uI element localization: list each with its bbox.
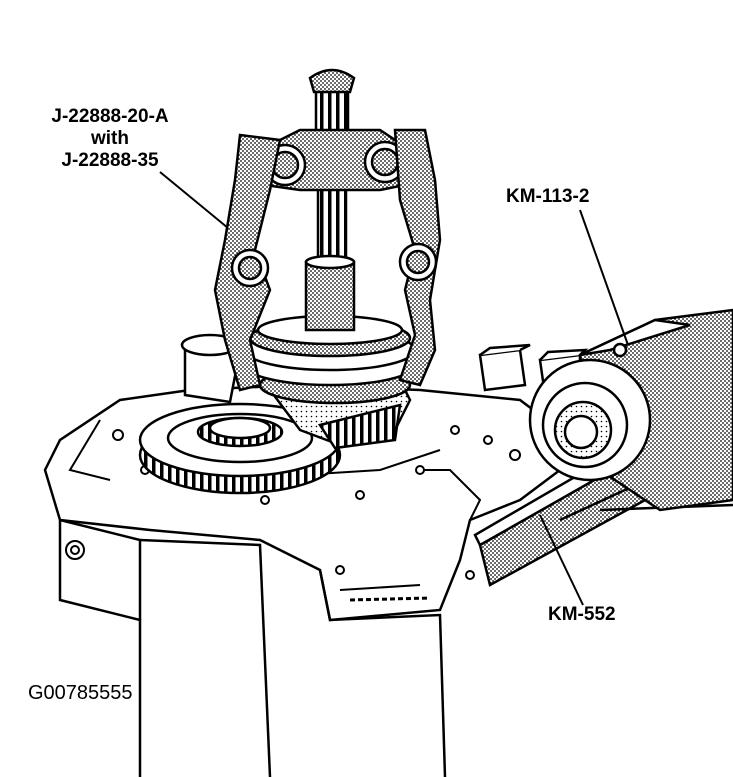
puller-arm-left bbox=[213, 133, 282, 392]
puller-arm-right bbox=[393, 128, 442, 387]
leader-lines bbox=[159, 171, 629, 606]
puller-screw bbox=[304, 68, 356, 332]
fixture-bottom-label: KM-552 bbox=[548, 604, 616, 625]
puller-label-line2: with bbox=[91, 128, 129, 149]
fixture-housing bbox=[528, 308, 733, 512]
puller-tool-label: J-22888-20-A with J-22888-35 bbox=[20, 106, 200, 172]
main-gear bbox=[138, 402, 342, 495]
puller-label-line1: J-22888-20-A bbox=[51, 106, 169, 127]
figure-id: G00785555 bbox=[28, 682, 133, 704]
puller-label-line3: J-22888-35 bbox=[61, 150, 159, 171]
case-bolt-holes bbox=[65, 425, 521, 580]
fixture-top-label: KM-113-2 bbox=[506, 186, 590, 207]
puller-head bbox=[258, 128, 412, 192]
